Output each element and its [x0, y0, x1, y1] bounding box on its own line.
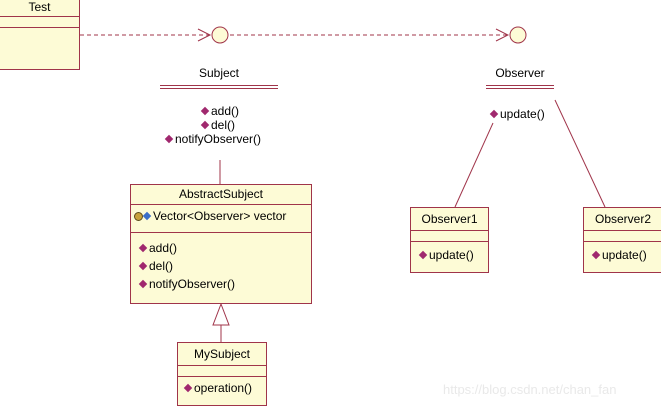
- generalization-arrowhead: [212, 302, 230, 326]
- my-subject-operations: operation(): [178, 377, 266, 395]
- subject-op-add: add(): [200, 104, 297, 118]
- watermark: https://blog.csdn.net/chan_fan: [443, 382, 617, 397]
- observer2-realization-line: [554, 99, 606, 208]
- operation-icon: [138, 243, 148, 253]
- observer-op-update: update(): [489, 107, 545, 121]
- abstract-subject-attr-vector: Vector<Observer> vector: [134, 209, 311, 223]
- abstract-subject-op-notify: notifyObserver(): [138, 275, 311, 293]
- my-subject-class-name: MySubject: [178, 343, 266, 366]
- dependency-arrowhead-subject: [197, 28, 212, 42]
- operation-icon: [489, 109, 499, 119]
- my-subject-attributes: [178, 366, 266, 377]
- test-class-attributes: [0, 17, 79, 28]
- abstract-subject-class-name: AbstractSubject: [131, 185, 311, 205]
- subject-op-del: del(): [200, 118, 297, 132]
- observer1-class[interactable]: Observer1 update(): [410, 207, 489, 273]
- observer-interface-operations: update(): [489, 107, 545, 121]
- my-subject-op-operation: operation(): [183, 381, 266, 395]
- test-class[interactable]: Test: [0, 0, 80, 70]
- operation-icon: [200, 120, 210, 130]
- protected-attribute-icon: [134, 212, 143, 221]
- subject-lollipop-circle: [211, 26, 229, 44]
- observer-interface-divider: [486, 85, 554, 89]
- subject-interface-divider: [160, 85, 278, 89]
- observer2-class-name: Observer2: [584, 208, 661, 231]
- abstract-subject-attributes: Vector<Observer> vector: [131, 205, 311, 233]
- observer1-attributes: [411, 231, 488, 242]
- observer2-class[interactable]: Observer2 update(): [583, 207, 661, 273]
- abstract-subject-class[interactable]: AbstractSubject Vector<Observer> vector …: [130, 184, 312, 304]
- my-subject-class[interactable]: MySubject operation(): [177, 342, 267, 406]
- operation-icon: [164, 134, 174, 144]
- operation-icon: [183, 383, 193, 393]
- abstract-subject-op-add: add(): [138, 239, 311, 257]
- observer1-op-update: update(): [418, 248, 488, 262]
- observer2-operations: update(): [584, 242, 661, 262]
- subject-interface-operations: add() del() notifyObserver(): [164, 104, 261, 146]
- subject-op-notify: notifyObserver(): [164, 132, 261, 146]
- operation-icon: [591, 250, 601, 260]
- observer2-attributes: [584, 231, 661, 242]
- operation-icon: [138, 261, 148, 271]
- observer1-realization-line: [454, 122, 494, 208]
- test-class-operations: [0, 28, 79, 68]
- attribute-icon: [142, 211, 152, 221]
- observer2-op-update: update(): [591, 248, 661, 262]
- abstract-subject-op-del: del(): [138, 257, 311, 275]
- dependency-arrowhead-observer: [495, 28, 510, 42]
- observer-interface-name[interactable]: Observer: [495, 66, 545, 80]
- subject-interface-name[interactable]: Subject: [198, 66, 240, 80]
- operation-icon: [418, 250, 428, 260]
- observer1-class-name: Observer1: [411, 208, 488, 231]
- operation-icon: [138, 279, 148, 289]
- test-class-name: Test: [0, 0, 79, 17]
- operation-icon: [200, 106, 210, 116]
- observer-lollipop-circle: [509, 26, 527, 44]
- observer1-operations: update(): [411, 242, 488, 262]
- abstract-subject-operations: add() del() notifyObserver(): [131, 233, 311, 293]
